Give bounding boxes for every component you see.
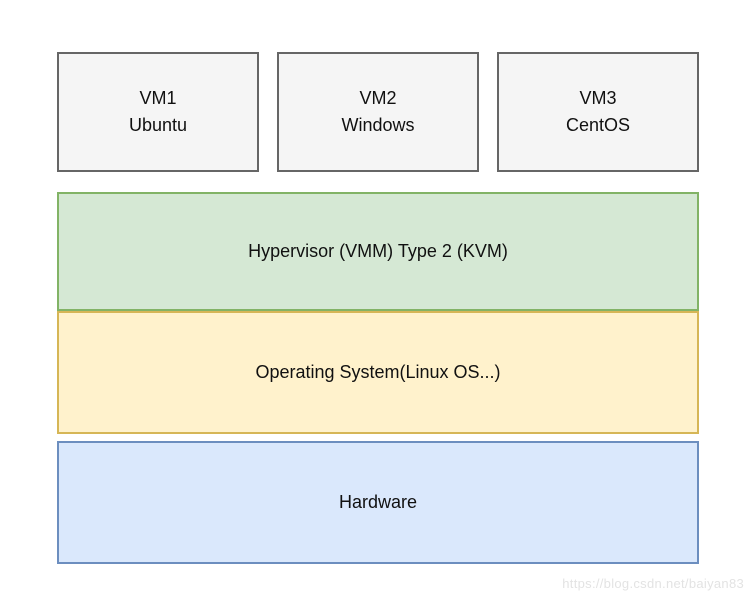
watermark-url: https://blog.csdn.net/baiyan83 xyxy=(562,576,744,591)
operating-system-layer-box: Operating System(Linux OS...) xyxy=(57,311,699,434)
hardware-layer-label: Hardware xyxy=(338,492,418,512)
vm1-box: VM1 Ubuntu xyxy=(57,52,259,172)
vm1-name-label: VM1 xyxy=(139,88,177,108)
vm3-name-label: VM3 xyxy=(579,88,617,108)
vm3-box: VM3 CentOS xyxy=(497,52,699,172)
vm2-box: VM2 Windows xyxy=(277,52,479,172)
vm3-os-label: CentOS xyxy=(565,115,631,135)
vm1-os-label: Ubuntu xyxy=(128,115,188,135)
hardware-layer-box: Hardware xyxy=(57,441,699,564)
hypervisor-layer-label: Hypervisor (VMM) Type 2 (KVM) xyxy=(248,241,508,261)
vm2-os-label: Windows xyxy=(341,115,415,135)
hypervisor-layer-box: Hypervisor (VMM) Type 2 (KVM) xyxy=(57,192,699,311)
operating-system-layer-label: Operating System(Linux OS...) xyxy=(255,362,501,382)
vm2-name-label: VM2 xyxy=(359,88,397,108)
